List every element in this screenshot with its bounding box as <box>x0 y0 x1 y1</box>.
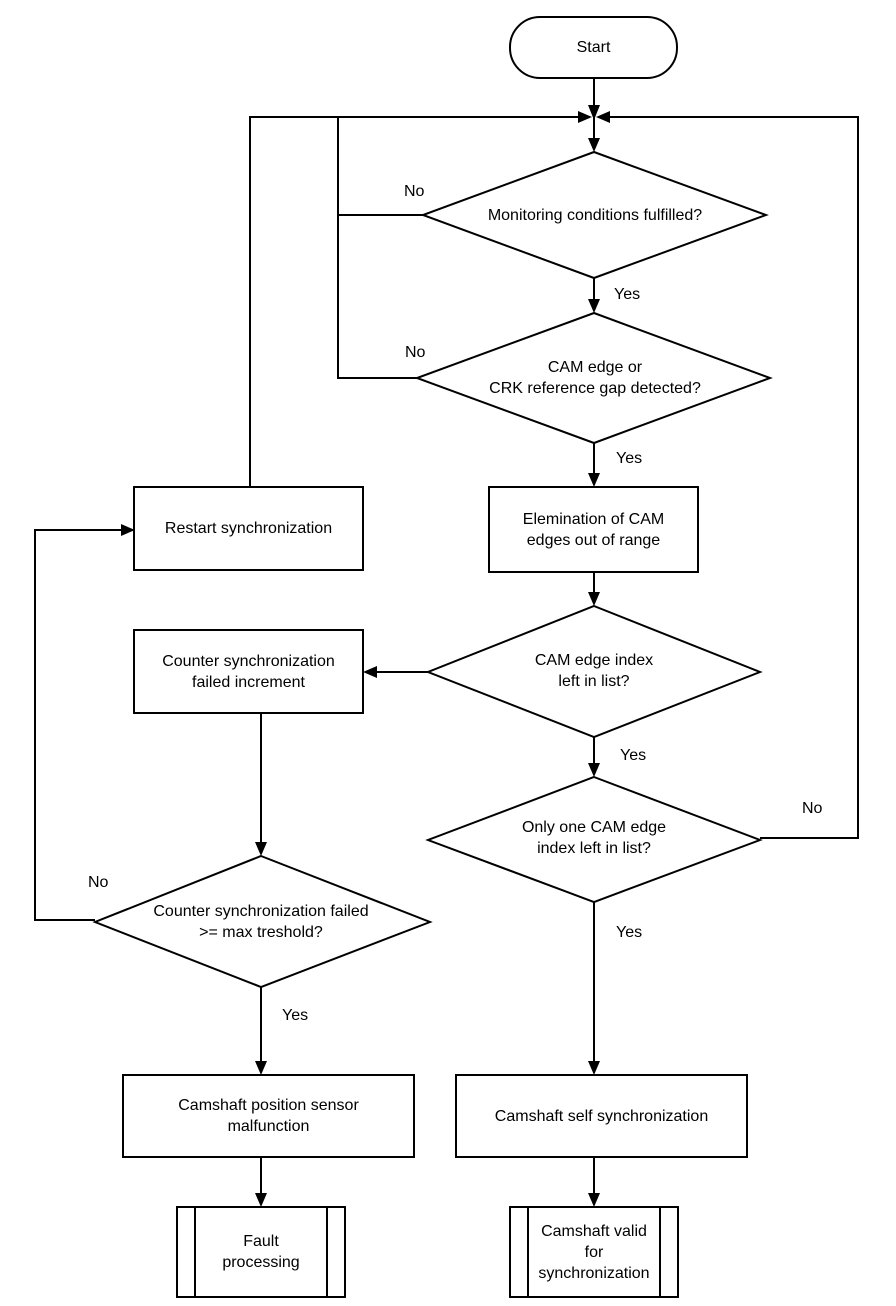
only-one-yes-label: Yes <box>616 924 643 941</box>
only-one-diamond <box>425 775 763 904</box>
sensor-malfunction-box <box>122 1074 415 1158</box>
monitor-question: Monitoring conditions fulfilled? <box>487 206 703 224</box>
arrowheads <box>121 105 610 1207</box>
index-left-diamond <box>425 604 763 739</box>
restart-sync-label: Restart synchronization <box>164 520 333 537</box>
only-one-question: Only one CAM edge index left in list? <box>521 819 667 857</box>
connector-cam-edge-no-loop <box>337 215 418 379</box>
cam-edge-diamond <box>414 311 773 445</box>
arrow-left-into-merge <box>578 111 592 123</box>
arrow-into-malfunction <box>255 1061 267 1075</box>
index-left-question: CAM edge index left in list? <box>534 652 654 690</box>
arrow-right-into-merge <box>596 111 610 123</box>
arrow-into-restart <box>121 524 135 536</box>
cam-edge-no-label: No <box>405 344 426 361</box>
connectors <box>34 78 859 1195</box>
cam-edge-yes-label: Yes <box>616 450 643 467</box>
camshaft-valid-label: Camshaft valid for synchronization <box>538 1222 650 1282</box>
arrow-into-fault <box>255 1193 267 1207</box>
start-terminal <box>509 16 678 79</box>
fault-processing-label: Fault processing <box>222 1233 300 1271</box>
counter-yes-label: Yes <box>282 1007 309 1024</box>
shapes <box>92 16 773 1298</box>
arrow-into-monitor <box>588 138 600 152</box>
only-one-no-label: No <box>802 800 823 817</box>
elimination-box <box>488 486 699 573</box>
self-sync-label: Camshaft self synchronization <box>494 1107 709 1125</box>
index-left-yes-label: Yes <box>620 747 647 764</box>
monitor-diamond <box>420 150 769 280</box>
arrow-into-increment <box>363 666 377 678</box>
restart-sync-box <box>133 486 364 571</box>
sensor-malfunction-label: Camshaft position sensor malfunction <box>178 1097 359 1135</box>
elimination-label: Elemination of CAM edges out of range <box>522 510 665 549</box>
counter-no-label: No <box>88 874 109 891</box>
arrow-merge-down <box>588 105 600 120</box>
monitor-no-label: No <box>404 183 425 200</box>
cam-edge-question: CAM edge or CRK reference gap detected? <box>489 359 701 397</box>
arrow-into-cam-edge <box>588 299 600 313</box>
counter-max-question: Counter synchronization failed >= max tr… <box>153 903 369 941</box>
self-sync-box <box>455 1074 748 1158</box>
connector-counter-no-loop <box>34 529 123 921</box>
arrow-into-valid <box>588 1193 600 1207</box>
camshaft-valid-box <box>509 1206 679 1298</box>
monitor-yes-label: Yes <box>614 286 641 303</box>
counter-increment-box <box>133 629 364 714</box>
arrow-into-index-left <box>588 592 600 606</box>
fault-processing-box <box>176 1206 346 1298</box>
arrow-into-only-one <box>588 763 600 777</box>
arrow-into-self-sync <box>588 1061 600 1075</box>
arrow-into-counter <box>255 842 267 856</box>
arrow-into-elimination <box>588 473 600 487</box>
start-label: Start <box>576 39 611 56</box>
connector-restart-loop <box>249 116 584 487</box>
counter-max-diamond <box>92 854 433 989</box>
connector-only-one-no-loop <box>606 116 859 839</box>
counter-increment-label: Counter synchronization failed increment <box>162 652 335 691</box>
